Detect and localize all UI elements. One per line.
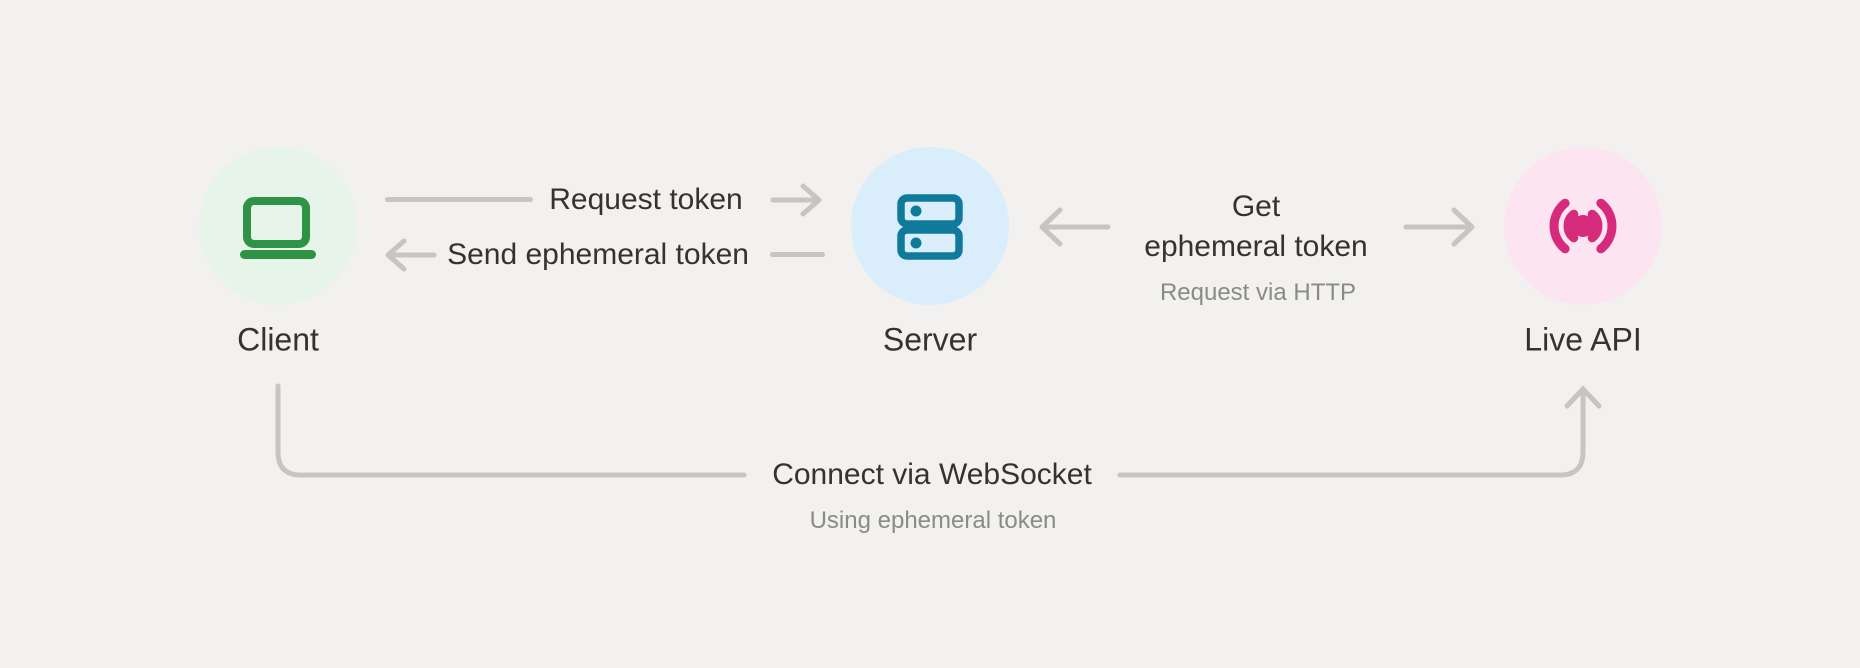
server-node — [851, 147, 1009, 305]
get-token-label-line1: Get — [1231, 190, 1281, 223]
websocket-sublabel: Using ephemeral token — [809, 507, 1057, 534]
client-node — [199, 147, 357, 305]
get-token-label-line2: ephemeral token — [1144, 230, 1368, 263]
server-stack-icon — [851, 147, 1009, 305]
get-token-arrow-left-icon — [1039, 207, 1111, 247]
send-token-line — [770, 252, 825, 257]
live-api-node — [1504, 147, 1662, 305]
client-label: Client — [237, 321, 319, 358]
get-token-label: Get ephemeral token — [1144, 187, 1367, 267]
request-token-arrow-right-icon — [770, 183, 822, 217]
server-label: Server — [882, 321, 978, 358]
laptop-icon — [240, 147, 316, 259]
get-token-sublabel: Request via HTTP — [1159, 279, 1357, 306]
request-token-line — [385, 197, 533, 202]
live-broadcast-icon — [1504, 147, 1662, 305]
request-token-label: Request token — [549, 183, 743, 216]
get-token-arrow-right-icon — [1403, 207, 1475, 247]
websocket-label: Connect via WebSocket — [772, 458, 1092, 491]
send-token-arrow-left-icon — [385, 238, 437, 272]
live-api-label: Live API — [1524, 321, 1642, 358]
send-token-label: Send ephemeral token — [447, 238, 749, 271]
